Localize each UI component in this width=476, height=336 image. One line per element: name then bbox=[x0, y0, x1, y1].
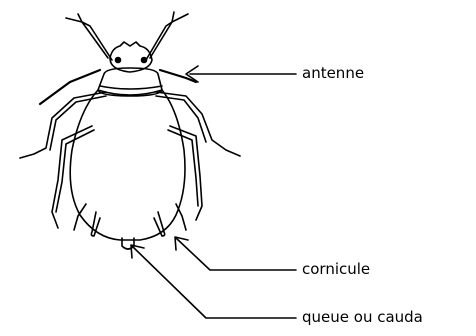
antenna-right bbox=[150, 12, 188, 58]
eye-right bbox=[142, 58, 147, 63]
abdomen bbox=[70, 90, 185, 240]
leg-left-front bbox=[20, 92, 106, 158]
antenna-left bbox=[66, 14, 108, 58]
label-cauda: queue ou cauda bbox=[302, 308, 423, 326]
pointer-cauda bbox=[132, 246, 296, 318]
label-cornicle: cornicule bbox=[302, 260, 370, 278]
leg-right-front bbox=[156, 92, 240, 156]
label-antenna: antenne bbox=[302, 64, 364, 82]
leg-right-hind bbox=[176, 204, 186, 230]
eye-left bbox=[116, 58, 121, 63]
pointer-cornicle bbox=[176, 238, 296, 270]
cornicle-right bbox=[154, 212, 165, 236]
